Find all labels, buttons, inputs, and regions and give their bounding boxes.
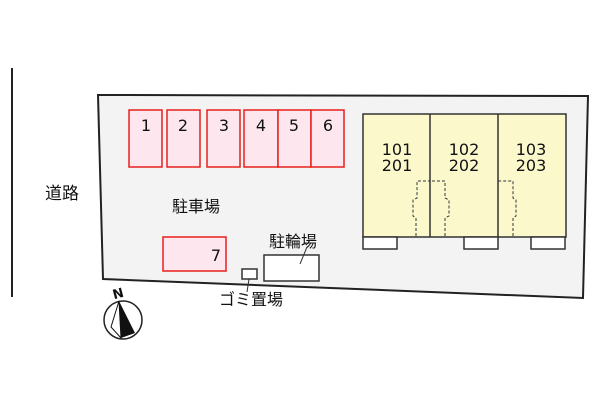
parking-space-7[interactable]: 7 xyxy=(162,236,227,272)
parking-number: 7 xyxy=(211,246,221,265)
parking-number: 2 xyxy=(178,116,188,135)
unit-number: 202 xyxy=(449,156,480,175)
unit-number: 103 xyxy=(516,140,547,159)
parking-number: 4 xyxy=(256,116,266,135)
road-label: 道路 xyxy=(45,184,79,204)
parking-space-2[interactable]: 2 xyxy=(166,109,201,168)
parking-number: 5 xyxy=(289,116,299,135)
unit-102-202[interactable]: 102 202 xyxy=(449,140,480,175)
garbage-area xyxy=(241,268,258,280)
parking-space-1[interactable]: 1 xyxy=(128,109,163,168)
garbage-area-label: ゴミ置場 xyxy=(219,290,283,309)
bicycle-parking xyxy=(263,254,320,282)
parking-number: 6 xyxy=(323,116,333,135)
building: 101 201 102 202 103 203 xyxy=(362,113,567,250)
parking-space-5[interactable]: 5 xyxy=(277,109,312,168)
bicycle-parking-label: 駐輪場 xyxy=(269,232,317,251)
unit-number: 102 xyxy=(449,140,480,159)
unit-101-201[interactable]: 101 201 xyxy=(382,140,413,175)
compass-icon: N xyxy=(103,286,143,340)
unit-103-203[interactable]: 103 203 xyxy=(516,140,547,175)
parking-spaces: 1 2 3 4 5 6 7 xyxy=(128,109,345,272)
unit-number: 101 xyxy=(382,140,413,159)
parking-label: 駐車場 xyxy=(172,197,220,216)
compass-north-label: N xyxy=(111,286,125,303)
parking-space-4[interactable]: 4 xyxy=(243,109,279,168)
unit-number: 203 xyxy=(516,156,547,175)
parking-space-6[interactable]: 6 xyxy=(310,109,345,168)
garbage-leader-line xyxy=(246,278,250,293)
parking-number: 3 xyxy=(219,116,229,135)
unit-number: 201 xyxy=(382,156,413,175)
bicycle-leader-line xyxy=(299,246,308,265)
parking-space-3[interactable]: 3 xyxy=(206,109,241,168)
parking-number: 1 xyxy=(141,116,151,135)
